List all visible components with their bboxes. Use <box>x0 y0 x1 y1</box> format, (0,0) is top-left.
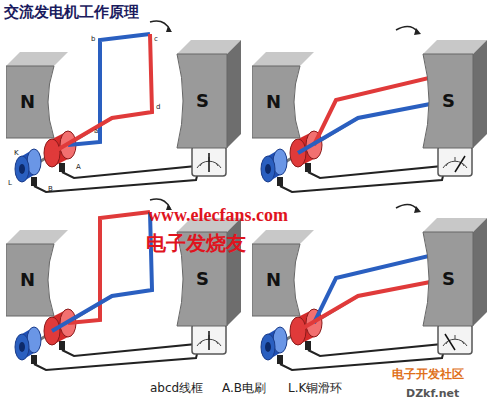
legend-note: L.K铜滑环 <box>288 382 342 395</box>
brush-letter: B <box>48 186 53 194</box>
pole-letter: N <box>20 92 35 112</box>
watermark: 电子发烧友 <box>146 232 246 254</box>
title: 交流发电机工作原理 <box>4 4 139 21</box>
coil-letter: a <box>94 128 98 136</box>
magnet-n: N <box>252 52 314 140</box>
pole-letter: N <box>20 270 35 290</box>
pole-letter: S <box>442 91 455 111</box>
brush-letter: A <box>76 164 81 172</box>
watermark: www.elecfans.com <box>148 206 288 226</box>
magnet-shape <box>252 230 314 318</box>
magnet-shape <box>6 230 68 318</box>
legend-note: A.B电刷 <box>222 382 266 395</box>
magnet-shape <box>252 52 314 140</box>
coil-letter: b <box>91 36 95 44</box>
magnet-s: S <box>163 40 241 155</box>
magnet-shape <box>6 52 68 140</box>
magnet-n: N <box>6 52 68 140</box>
pole-letter: N <box>266 92 281 112</box>
ring-letter: K <box>14 150 19 158</box>
site-mark: DZkf.net <box>406 388 459 400</box>
pole-letter: S <box>442 269 455 289</box>
pole-letter: N <box>266 270 281 290</box>
magnet-s: S <box>409 218 487 333</box>
legend-note: abcd线框 <box>150 382 203 395</box>
magnet-s: S <box>409 40 487 155</box>
pole-letter: S <box>196 91 209 111</box>
coil-letter: d <box>156 104 160 112</box>
pole-letter: S <box>196 269 209 289</box>
magnet-n: N <box>252 230 314 318</box>
magnet-n: N <box>6 230 68 318</box>
coil-letter: c <box>154 36 158 44</box>
ring-letter: L <box>8 180 12 188</box>
site-mark: 电子开发社区 <box>392 368 464 381</box>
